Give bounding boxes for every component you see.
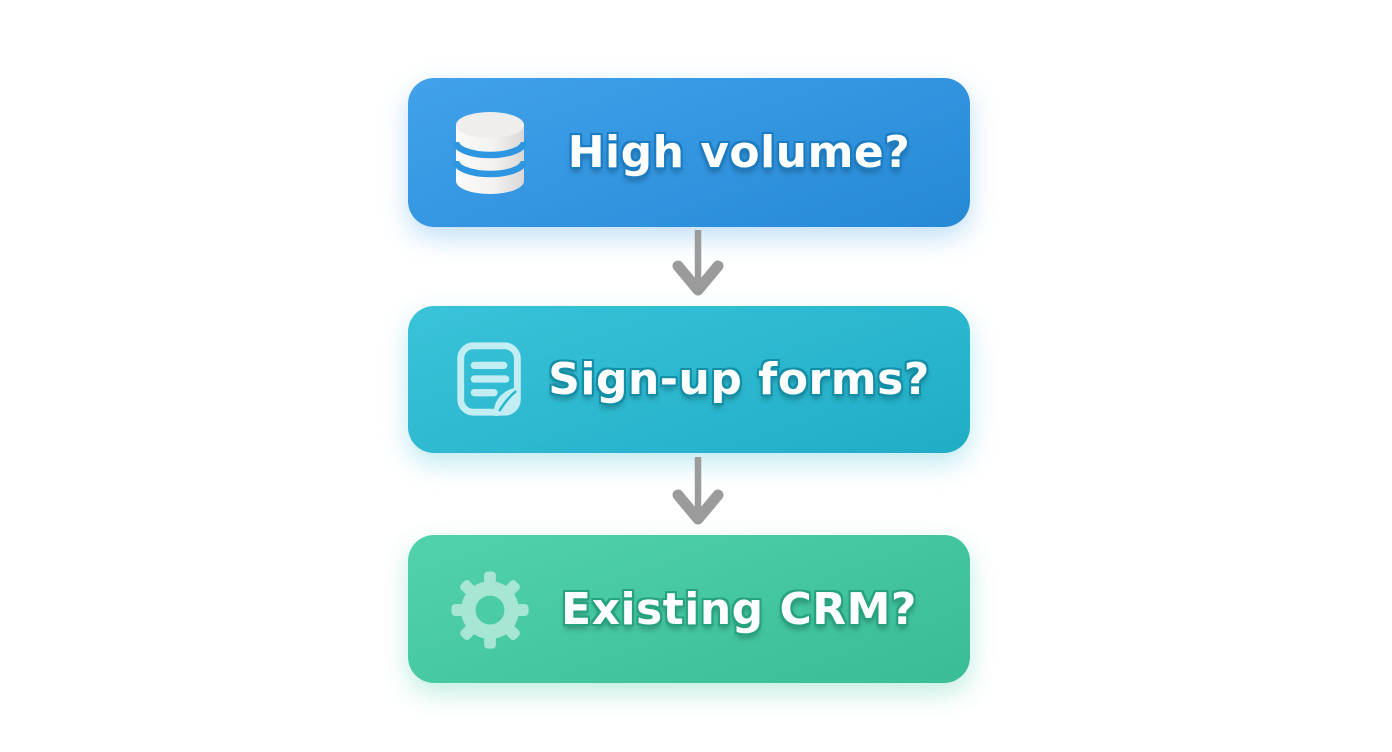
node-label: Sign-up forms? — [548, 354, 930, 405]
gear-icon — [444, 564, 536, 654]
flow-node-high-volume: High volume? — [408, 78, 970, 227]
database-icon — [444, 109, 536, 197]
arrow-down-icon — [668, 229, 728, 303]
flow-node-existing-crm: Existing CRM? — [408, 535, 970, 683]
node-label: Existing CRM? — [561, 583, 917, 635]
form-icon — [444, 337, 536, 423]
flow-node-signup-forms: Sign-up forms? — [408, 306, 970, 453]
node-label: High volume? — [567, 127, 911, 178]
arrow-down-icon — [668, 456, 728, 532]
